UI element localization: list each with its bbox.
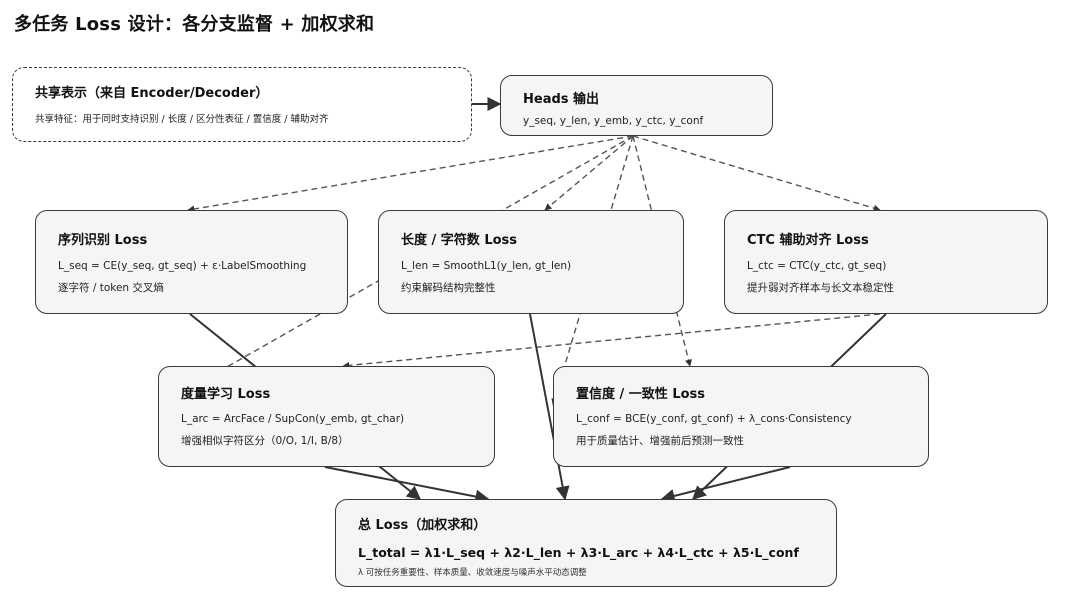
node-line: L_arc = ArcFace / SupCon(y_emb, gt_char)	[181, 413, 405, 425]
node-line: 约束解码结构完整性	[401, 282, 496, 294]
node-line: 逐字符 / token 交叉熵	[58, 282, 164, 294]
node-heading: 总 Loss（加权求和）	[358, 518, 487, 533]
edge-len-total	[529, 313, 570, 501]
total-formula: L_total = λ1·L_seq + λ2·L_len + λ3·L_arc…	[358, 545, 799, 560]
node-heading: CTC 辅助对齐 Loss	[747, 233, 869, 248]
node-line: L_conf = BCE(y_conf, gt_conf) + λ_cons·C…	[576, 413, 852, 425]
node-heading: 长度 / 字符数 Loss	[401, 233, 518, 248]
node-line: L_len = SmoothL1(y_len, gt_len)	[401, 260, 572, 272]
ctc-loss-node: CTC 辅助对齐 Loss L_ctc = CTC(y_ctc, gt_seq)…	[724, 210, 1048, 314]
node-heading: 置信度 / 一致性 Loss	[576, 387, 706, 402]
edge-heads-len	[544, 135, 634, 211]
total-loss-node: 总 Loss（加权求和） L_total = λ1·L_seq + λ2·L_l…	[335, 499, 837, 587]
heads-output-node: Heads 输出 y_seq, y_len, y_emb, y_ctc, y_c…	[500, 75, 773, 136]
node-heading: 度量学习 Loss	[181, 387, 271, 402]
node-heading: 共享表示（来自 Encoder/Decoder）	[35, 86, 269, 101]
shared-representation-node: 共享表示（来自 Encoder/Decoder） 共享特征：用于同时支持识别 /…	[12, 67, 472, 142]
node-line: L_ctc = CTC(y_ctc, gt_seq)	[747, 260, 887, 272]
node-line: 共享特征：用于同时支持识别 / 长度 / 区分性表征 / 置信度 / 辅助对齐	[35, 114, 329, 125]
node-heading: 序列识别 Loss	[58, 233, 148, 248]
node-line: 提升弱对齐样本与长文本稳定性	[747, 282, 894, 294]
edge-arc-total	[324, 466, 490, 504]
node-line: 用于质量估计、增强前后预测一致性	[576, 435, 744, 447]
page-title: 多任务 Loss 设计：各分支监督 + 加权求和	[14, 14, 375, 35]
len-loss-node: 长度 / 字符数 Loss L_len = SmoothL1(y_len, gt…	[378, 210, 684, 314]
node-heading: Heads 输出	[523, 92, 600, 107]
confidence-loss-node: 置信度 / 一致性 Loss L_conf = BCE(y_conf, gt_c…	[553, 366, 929, 467]
total-note: λ 可按任务重要性、样本质量、收敛速度与噪声水平动态调整	[358, 568, 587, 578]
node-line: L_seq = CE(y_seq, gt_seq) + ε·LabelSmoot…	[58, 260, 307, 272]
node-line: 增强相似字符区分（0/O, 1/I, B/8）	[181, 435, 349, 447]
metric-loss-node: 度量学习 Loss L_arc = ArcFace / SupCon(y_emb…	[158, 366, 495, 467]
edge-heads-seq	[187, 135, 634, 213]
node-line: y_seq, y_len, y_emb, y_ctc, y_conf	[523, 115, 704, 127]
edge-heads-ctc	[632, 135, 881, 212]
edge-conf-total	[660, 466, 791, 503]
seq-loss-node: 序列识别 Loss L_seq = CE(y_seq, gt_seq) + ε·…	[35, 210, 348, 314]
edge-ctc-arc	[342, 313, 881, 369]
